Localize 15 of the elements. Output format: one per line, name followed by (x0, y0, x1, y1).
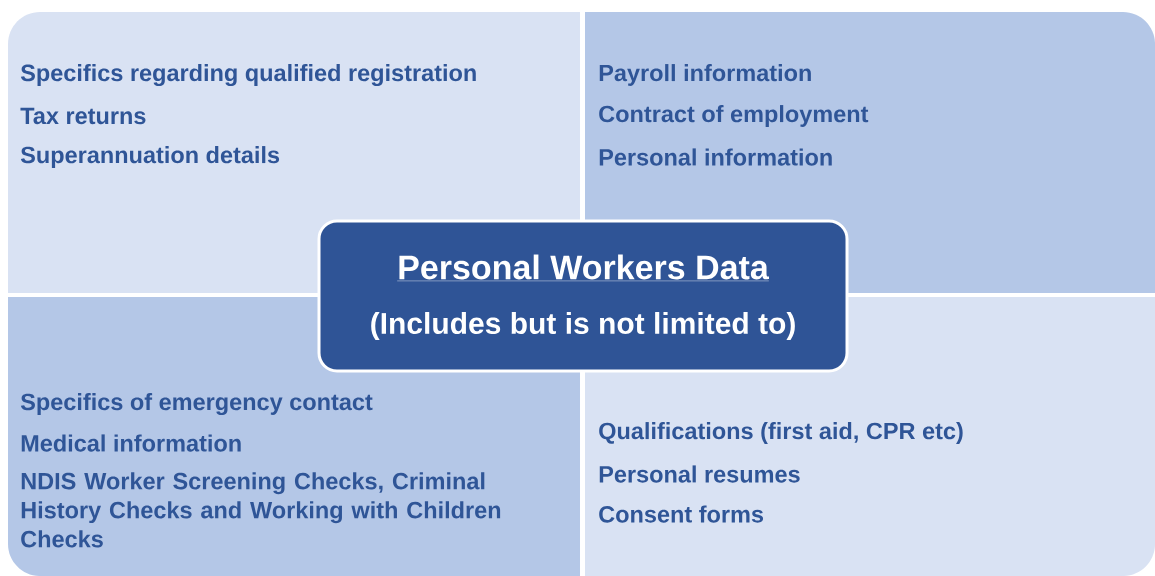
title-box (317, 219, 849, 373)
item-text: Medical information (21, 434, 241, 452)
item-text: Qualifications (first aid, CPR etc) (599, 422, 963, 444)
item-text: Superannuation details (20, 146, 280, 168)
item-text: Contract of employment (599, 105, 869, 127)
item-text: Specifics regarding qualified registration (20, 64, 476, 86)
item-text: NDIS Worker Screening Checks, Criminal History Checks and Working with Children Checks (21, 472, 501, 548)
subheading-text: (Includes but is not limited to) (371, 312, 795, 340)
item-text: Payroll information (599, 64, 811, 86)
heading-text: Personal Workers Data (397, 254, 770, 282)
item-text: Specifics of emergency contact (20, 393, 373, 415)
item-text: Consent forms (599, 505, 764, 523)
item-text: Personal resumes (599, 465, 800, 483)
item-text: Tax returns (20, 107, 146, 125)
item-text: Personal information (599, 148, 832, 166)
